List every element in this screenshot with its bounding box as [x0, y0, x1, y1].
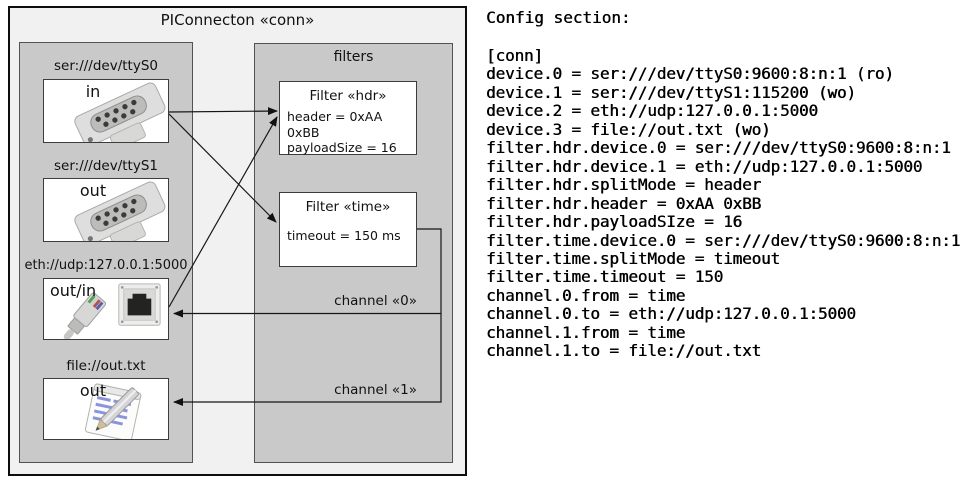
channel-1-label: channel «1» [334, 382, 417, 398]
config-line: filter.hdr.header = 0xAA 0xBB [486, 193, 762, 213]
config-line: filter.time.device.0 = ser:///dev/ttyS0:… [486, 230, 961, 250]
filter-attribute: header = 0xAA 0xBB [287, 109, 383, 140]
port-label: out [79, 181, 107, 200]
port-label: in [85, 82, 101, 101]
filter-attribute: timeout = 150 ms [287, 228, 401, 243]
connection-title: PIConnecton «conn» [160, 11, 315, 29]
filter-box-time: Filter «time» timeout = 150 ms [279, 192, 417, 267]
config-heading: Config section: [486, 8, 631, 27]
config-line: filter.time.splitMode = timeout [486, 248, 780, 268]
config-line: device.0 = ser:///dev/ttyS0:9600:8:n:1 (… [486, 64, 894, 84]
config-line: [conn] [486, 46, 543, 65]
config-line: device.3 = file://out.txt (wo) [486, 119, 771, 139]
config-lines: [conn] device.0 = ser:///dev/ttyS0:9600:… [486, 46, 961, 361]
config-section: Config section: [conn] device.0 = ser://… [486, 8, 964, 360]
device-label-file-out: file://out.txt [66, 358, 146, 374]
config-line: filter.hdr.payloadSIze = 16 [486, 212, 743, 232]
config-line: channel.1.to = file://out.txt [486, 341, 762, 361]
config-line: channel.1.from = time [486, 322, 686, 342]
ethernet-connector-icon [63, 283, 161, 339]
filter-box-hdr: Filter «hdr» header = 0xAA 0xBB payloadS… [279, 81, 417, 155]
serial-connector-icon [74, 181, 166, 241]
config-line: filter.hdr.device.0 = ser:///dev/ttyS0:9… [486, 138, 951, 158]
channel-0-label: channel «0» [334, 293, 417, 309]
device-box-eth-udp: out/in [43, 278, 169, 340]
device-box-ser-ttyS1: out [43, 178, 169, 242]
config-line: device.2 = eth://udp:127.0.0.1:5000 [486, 101, 818, 121]
filter-title: Filter «time» [305, 199, 391, 215]
device-label-ser-ttyS0: ser:///dev/ttyS0 [54, 58, 158, 74]
filter-title: Filter «hdr» [309, 88, 387, 104]
config-line: device.1 = ser:///dev/ttyS1:115200 (wo) [486, 82, 856, 102]
config-line: channel.0.to = eth://udp:127.0.0.1:5000 [486, 304, 856, 324]
config-line: filter.hdr.device.1 = eth://udp:127.0.0.… [486, 156, 923, 176]
notepad-icon [84, 383, 142, 439]
config-line: channel.0.from = time [486, 285, 686, 305]
device-label-eth-udp: eth://udp:127.0.0.1:5000 [24, 258, 188, 273]
config-line: filter.hdr.splitMode = header [486, 175, 762, 195]
filter-attribute: payloadSize = 16 [287, 140, 397, 155]
device-label-ser-ttyS1: ser:///dev/ttyS1 [54, 158, 158, 174]
port-label: out [79, 381, 107, 400]
port-label: out/in [50, 281, 97, 300]
device-box-file-out: out [43, 378, 169, 440]
filters-panel-title: filters [333, 49, 374, 65]
serial-connector-icon [74, 82, 166, 142]
device-box-ser-ttyS0: in [43, 79, 169, 143]
config-line: filter.time.timeout = 150 [486, 267, 724, 287]
